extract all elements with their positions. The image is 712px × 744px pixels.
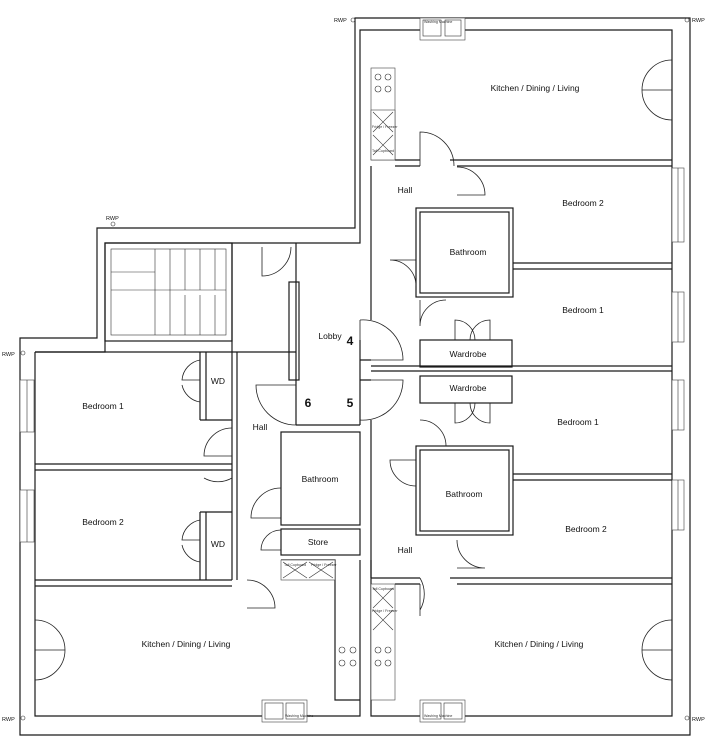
rwp-icon: [20, 715, 26, 721]
tall-cupboard-label: Tall Cupboard: [372, 587, 394, 591]
room-label: Kitchen / Dining / Living: [495, 639, 584, 649]
flat-number-5: 5: [347, 396, 354, 410]
rwp-markers: RWP RWP RWP RWP RWP RWP: [2, 17, 705, 723]
upper-right-flat: [370, 17, 685, 372]
rwp-label: RWP: [692, 18, 705, 24]
fridge-freezer-label: Fridge / Freezer: [372, 609, 398, 613]
room-label: Bathroom: [302, 474, 339, 484]
flat-number-6: 6: [305, 396, 312, 410]
room-label: Hall: [253, 422, 268, 432]
room-label: Bedroom 1: [562, 305, 604, 315]
lobby-stair: [104, 242, 404, 426]
washing-machine-label: Washing Machine: [424, 20, 452, 24]
outer-walls: [19, 17, 691, 736]
washing-machine-label: Washing Machine: [424, 714, 452, 718]
room-label: Kitchen / Dining / Living: [491, 83, 580, 93]
rwp-label: RWP: [2, 352, 15, 358]
room-label: Hall: [398, 185, 413, 195]
fridge-freezer-label: Fridge / Freezer: [311, 563, 337, 567]
fridge-freezer-label: Fridge / Freezer: [372, 125, 398, 129]
tall-cupboard-label: Tall Cupboard: [284, 563, 306, 567]
rwp-label: RWP: [692, 717, 705, 723]
room-label: Bedroom 2: [562, 198, 604, 208]
rwp-icon: [20, 350, 26, 356]
room-label: Wardrobe: [449, 349, 486, 359]
room-label: Lobby: [318, 331, 342, 341]
room-label: Bedroom 1: [557, 417, 599, 427]
tall-cupboard-label: Tall Cupboard: [372, 149, 394, 153]
rwp-icon: [110, 221, 116, 227]
rwp-icon: [684, 715, 690, 721]
room-label: Store: [308, 537, 329, 547]
rwp-label: RWP: [106, 216, 119, 222]
room-label: Bathroom: [446, 489, 483, 499]
left-flat: [19, 351, 361, 723]
room-label: WD: [211, 539, 225, 549]
room-label: Bedroom 2: [82, 517, 124, 527]
room-label: Bedroom 2: [565, 524, 607, 534]
rwp-icon: [350, 17, 356, 23]
room-label: Hall: [398, 545, 413, 555]
room-label: WD: [211, 376, 225, 386]
flat-numbers: 4 5 6: [305, 334, 354, 410]
room-labels: Kitchen / Dining / Living Bedroom 2 Bath…: [82, 83, 607, 649]
room-label: Bathroom: [450, 247, 487, 257]
room-label: Wardrobe: [449, 383, 486, 393]
rwp-label: RWP: [2, 717, 15, 723]
rwp-icon: [684, 17, 690, 23]
washing-machine-label: Washing Machine: [285, 714, 313, 718]
appliance-labels: Washing Machine Fridge / Freezer Tall Cu…: [284, 20, 452, 718]
rwp-label: RWP: [334, 18, 347, 24]
flat-number-4: 4: [347, 334, 354, 348]
room-label: Bedroom 1: [82, 401, 124, 411]
lower-right-flat: [370, 375, 685, 723]
room-label: Kitchen / Dining / Living: [142, 639, 231, 649]
